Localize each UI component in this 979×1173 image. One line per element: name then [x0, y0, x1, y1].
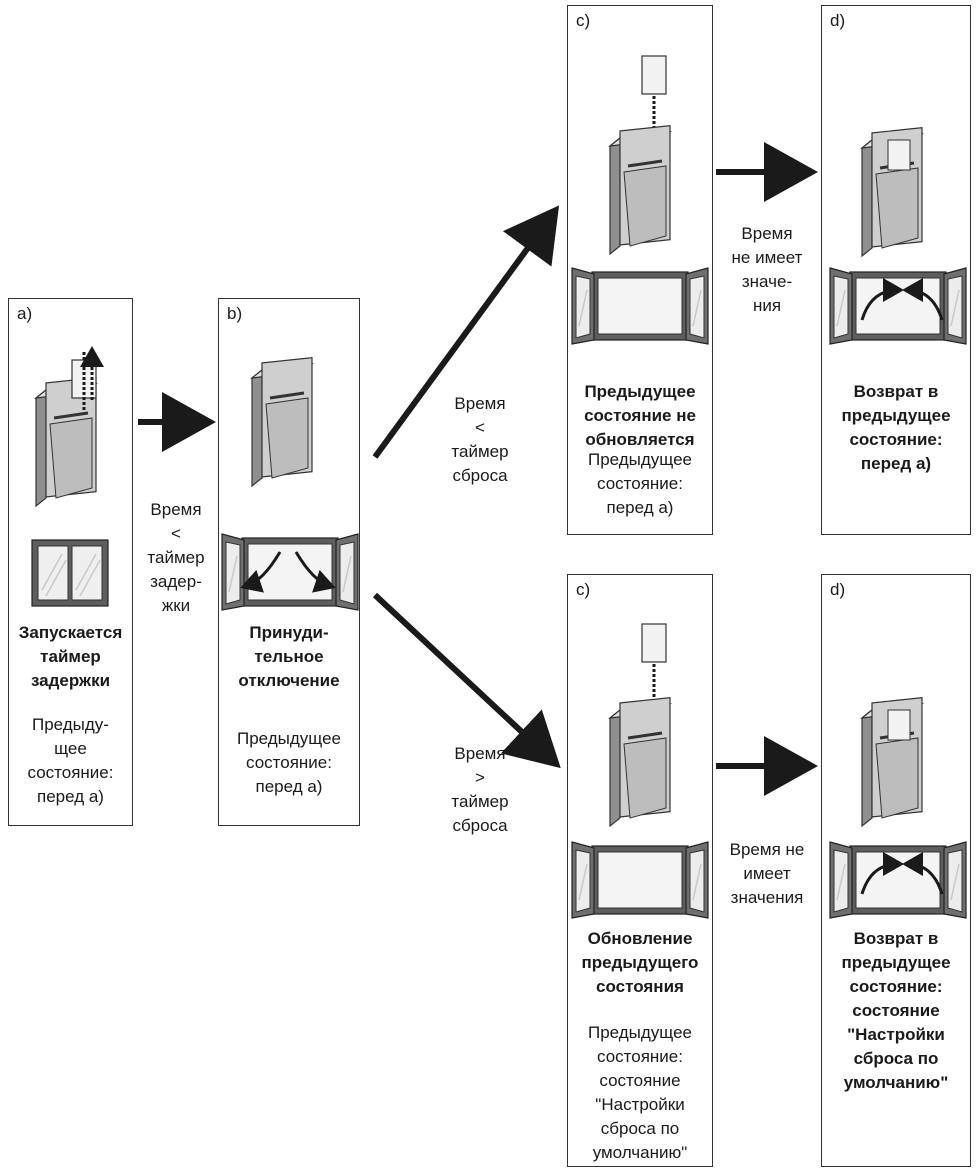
panel-a-note: Предыду- щее состояние: перед а) — [27, 715, 114, 806]
label-b-to-c-bot: Время > таймер сброса — [451, 744, 509, 835]
device-d-top — [860, 126, 924, 258]
panel-d-top: d) Возврат в предыдущее состояние: перед… — [821, 5, 971, 535]
window-closing-d-top — [829, 267, 967, 345]
label-c-top-to-d-top: Время не имеет значе- ния — [731, 224, 803, 315]
panel-c-top-note: Предыдущее состояние: перед а) — [587, 450, 693, 517]
panel-a-label: a) — [17, 304, 33, 323]
panel-c-bot-title: Обновление предыдущего состояния — [581, 929, 699, 996]
panel-c-bot-label: c) — [576, 580, 591, 599]
device-d-bot — [860, 696, 924, 828]
panel-d-top-label: d) — [830, 11, 846, 30]
panel-d-bot-label: d) — [830, 580, 846, 599]
window-open-c-bot — [571, 841, 709, 919]
panel-a-title: Запускается таймер задержки — [18, 623, 123, 690]
panel-c-bot-note: Предыдущее состояние: состояние "Настрой… — [587, 1023, 693, 1162]
panel-c-top-title: Предыдущее состояние не обновляется — [584, 382, 696, 449]
window-open-c-top — [571, 267, 709, 345]
arrow-b-to-c-bot — [372, 592, 561, 769]
device-a — [34, 346, 104, 508]
device-b — [250, 356, 314, 488]
arrow-b-to-c-top — [372, 205, 560, 459]
panel-d-bot-title: Возврат в предыдущее состояние: состояни… — [841, 929, 951, 1092]
window-closing-d-bot — [829, 841, 967, 919]
panel-d-top-title: Возврат в предыдущее состояние: перед а) — [841, 382, 951, 473]
device-c-top — [608, 55, 672, 256]
panel-b-label: b) — [227, 304, 243, 323]
label-c-bot-to-d-bot: Время не имеет значения — [729, 840, 805, 907]
panel-b-title: Принуди- тельное отключение — [238, 623, 340, 690]
label-a-to-b: Время < таймер задер- жки — [147, 500, 205, 615]
window-closed-a — [31, 539, 109, 607]
panel-b-note: Предыдущее состояние: перед а) — [236, 729, 342, 796]
panel-c-top: c) Предыдущее состояние не обновляется П… — [567, 5, 713, 535]
label-b-to-c-top: Время < таймер сброса — [451, 394, 509, 485]
device-c-bot — [608, 623, 672, 828]
window-open-b — [221, 533, 359, 611]
panel-c-top-label: c) — [576, 11, 591, 30]
